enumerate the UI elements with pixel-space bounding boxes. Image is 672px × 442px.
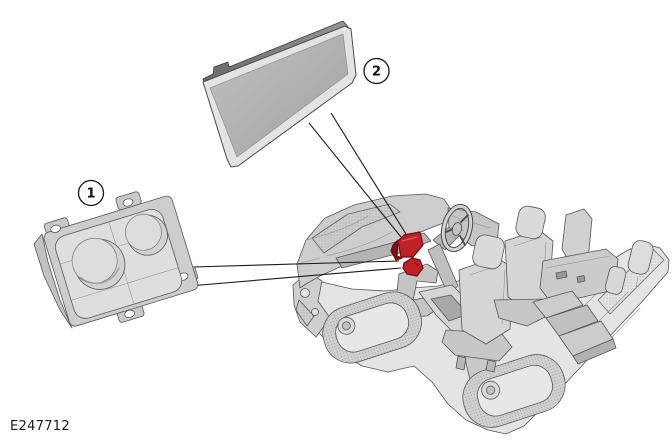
- wheel-spokes: [445, 214, 469, 246]
- rear-bench: [532, 208, 654, 365]
- display-location-flange: [390, 239, 403, 261]
- control-location-face: [402, 257, 424, 277]
- display-location-face: [397, 231, 424, 258]
- headrest: [472, 234, 505, 270]
- headrest-stem: [635, 276, 639, 288]
- callout-1-number: 1: [86, 187, 95, 202]
- front-left-seat: [441, 234, 514, 373]
- callout-1: 1: [77, 179, 105, 207]
- wheel-hub: [451, 222, 463, 236]
- figure-code: E247712: [10, 419, 70, 434]
- touchscreen-display-panel: [202, 20, 357, 168]
- headrest: [604, 266, 627, 295]
- bracket-texture: [295, 299, 315, 327]
- dashboard-texture: [311, 203, 401, 254]
- screw-hole: [50, 224, 61, 233]
- floor-speaker-core: [341, 321, 351, 331]
- leader-lines: [188, 112, 407, 287]
- bench-cushion-side: [572, 338, 617, 365]
- bracket-bolt: [311, 308, 319, 316]
- screw-hole: [124, 309, 135, 318]
- callout-1-circle: [77, 179, 105, 207]
- callout-2: 2: [363, 57, 390, 85]
- vehicle-interior-cutaway: [292, 193, 670, 435]
- seat-leg: [455, 355, 497, 373]
- control-location-notch: [413, 261, 420, 267]
- centre-footwell: [462, 354, 566, 428]
- front-left-footwell: [322, 291, 422, 364]
- headrest: [515, 205, 546, 240]
- climate-control-panel: [33, 191, 199, 329]
- bench-cushion: [532, 290, 584, 319]
- seatback-edge: [545, 255, 611, 269]
- bracket-bolt: [300, 288, 310, 298]
- dashboard-contours: [296, 215, 393, 265]
- display-location-sheen: [401, 236, 418, 242]
- pedal-strut: [427, 243, 459, 295]
- highlight-climate-control-location: [402, 257, 424, 277]
- knob-shading: [80, 267, 120, 284]
- headrest: [627, 240, 654, 275]
- leader-display-b: [330, 112, 407, 235]
- steering-wheel: [440, 203, 474, 253]
- screw-hole: [122, 198, 134, 207]
- highlight-display-location: [390, 231, 424, 261]
- callout-2-number: 2: [372, 65, 381, 80]
- latch-cutout: [555, 270, 586, 283]
- leader-control-b: [188, 267, 402, 287]
- bench-cushion: [545, 304, 599, 337]
- leader-display-a: [308, 122, 402, 238]
- leader-control-a: [192, 260, 400, 268]
- callout-2-circle: [363, 57, 390, 85]
- blower-knob-top: [125, 213, 162, 251]
- floor-speaker-core: [486, 385, 496, 395]
- panel-side-housing: [33, 233, 73, 329]
- display-screen: [209, 33, 349, 158]
